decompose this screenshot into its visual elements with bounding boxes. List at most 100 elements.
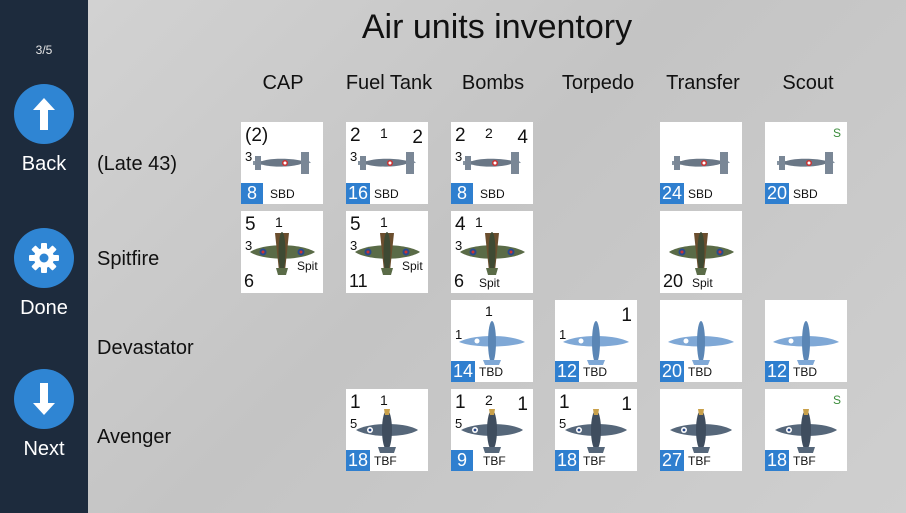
stat-top-left: 1 (455, 392, 466, 413)
unit-type: TBD (479, 365, 503, 379)
unit-count: 18 (346, 450, 371, 471)
stat-top-mid: 2 (485, 125, 493, 141)
unit-card-spitfire-bombs[interactable]: 4 1 3 6 Spit (451, 211, 533, 293)
sidebar: 3/5 Back Done (0, 0, 88, 513)
unit-type: TBF (688, 454, 711, 468)
next-button[interactable]: Next (0, 369, 88, 461)
stat-top-right: 2 (412, 127, 423, 148)
unit-card-spitfire-fuel-tank[interactable]: 5 1 3 11 Spit (346, 211, 428, 293)
unit-type: TBD (688, 365, 712, 379)
unit-count: 11 (349, 271, 368, 291)
column-header-torpedo: Torpedo (561, 72, 635, 94)
arrow-down-icon (14, 369, 74, 429)
column-header-fuel-tank: Fuel Tank (345, 72, 433, 94)
stat-top-mid: 1 (475, 214, 483, 230)
unit-type: TBD (793, 365, 817, 379)
unit-card-late43-cap[interactable]: (2) 3 8 SBD (241, 122, 323, 204)
unit-type: TBD (583, 365, 607, 379)
tbd-plane-icon (668, 321, 734, 365)
unit-card-avenger-transfer[interactable]: 27 TBF (660, 389, 742, 471)
stat-top-left: 1 (559, 392, 570, 413)
stat-top-left: (2) (245, 125, 269, 146)
unit-card-devastator-torpedo[interactable]: 1 1 12 TBD (555, 300, 637, 382)
unit-card-devastator-bombs[interactable]: 1 1 14 TBD (451, 300, 533, 382)
done-button[interactable]: Done (0, 228, 88, 320)
unit-count: 12 (765, 361, 790, 382)
unit-count: 6 (454, 271, 465, 291)
unit-card-late43-bombs[interactable]: 2 2 4 3 8 SBD (451, 122, 533, 204)
unit-type: Spit (692, 276, 713, 290)
unit-type: SBD (688, 187, 713, 201)
unit-count: 20 (660, 361, 685, 382)
column-header-transfer: Transfer (666, 72, 740, 94)
unit-count: 6 (244, 271, 255, 291)
stat-top-mid: 1 (380, 392, 388, 408)
stat-mid-left: 5 (350, 416, 358, 431)
unit-count: 18 (765, 450, 790, 471)
unit-card-devastator-scout[interactable]: 12 TBD (765, 300, 847, 382)
stat-mid-left: 3 (245, 238, 253, 253)
unit-count: 20 (765, 183, 790, 204)
unit-count: 18 (555, 450, 580, 471)
unit-card-avenger-scout[interactable]: S 18 TBF (765, 389, 847, 471)
unit-card-spitfire-transfer[interactable]: 20 Spit (660, 211, 742, 293)
sbd-plane-icon (672, 152, 730, 174)
stat-top-left: 4 (455, 214, 466, 235)
tbf-plane-icon (775, 409, 837, 453)
tbf-plane-icon (356, 409, 418, 453)
stat-top-right: 1 (621, 394, 632, 415)
row-label-avenger: Avenger (97, 426, 172, 448)
scout-mark: S (832, 393, 841, 407)
spitfire-plane-icon (460, 232, 525, 275)
stat-mid-left: 5 (455, 416, 463, 431)
stat-mid-left: 5 (559, 416, 567, 431)
unit-card-avenger-fuel-tank[interactable]: 1 1 5 18 TBF (346, 389, 428, 471)
unit-card-avenger-bombs[interactable]: 1 2 1 5 9 TBF (451, 389, 533, 471)
unit-count: 8 (451, 183, 473, 204)
done-label: Done (20, 297, 68, 319)
unit-type: Spit (402, 259, 423, 273)
unit-type: Spit (479, 276, 500, 290)
inventory-panel: Air units inventory CAP Fuel Tank Bombs … (88, 0, 906, 513)
stat-top-mid: 1 (485, 303, 493, 319)
unit-count: 8 (241, 183, 263, 204)
stat-top-left: 1 (350, 392, 361, 413)
unit-card-avenger-torpedo[interactable]: 1 1 5 18 TBF (555, 389, 637, 471)
unit-card-late43-fuel-tank[interactable]: 2 1 2 3 16 SBD (346, 122, 428, 204)
unit-type: SBD (374, 187, 399, 201)
back-button[interactable]: Back (0, 84, 88, 176)
stat-mid-left: 3 (455, 149, 463, 164)
stat-mid-left: 3 (350, 149, 358, 164)
row-label-late43: (Late 43) (97, 153, 178, 175)
unit-type: TBF (793, 454, 816, 468)
unit-card-spitfire-cap[interactable]: 5 1 3 6 Spit (241, 211, 323, 293)
scout-mark: S (832, 126, 841, 140)
unit-card-late43-transfer[interactable]: 24 SBD (660, 122, 742, 204)
unit-count: 14 (451, 361, 476, 382)
stat-top-right: 1 (621, 305, 632, 326)
tbd-plane-icon (773, 321, 839, 365)
stat-top-mid: 2 (485, 392, 493, 408)
page-title: Air units inventory (361, 8, 633, 46)
unit-card-devastator-transfer[interactable]: 20 TBD (660, 300, 742, 382)
sbd-plane-icon (777, 152, 835, 174)
stat-top-right: 1 (517, 394, 528, 415)
unit-card-late43-scout[interactable]: S 20 SBD (765, 122, 847, 204)
stat-mid-left: 1 (455, 327, 463, 342)
stat-mid-left: 3 (350, 238, 358, 253)
unit-count: 20 (663, 271, 684, 291)
arrow-up-icon (14, 84, 74, 144)
tbd-plane-icon (459, 321, 525, 365)
unit-count: 9 (451, 450, 473, 471)
stat-top-left: 5 (350, 214, 361, 235)
back-label: Back (21, 153, 67, 175)
stat-top-mid: 1 (275, 214, 283, 230)
stat-mid-left: 3 (455, 238, 463, 253)
unit-type: SBD (480, 187, 505, 201)
row-label-devastator: Devastator (97, 337, 194, 359)
stat-top-mid: 1 (380, 214, 388, 230)
stat-top-left: 2 (350, 125, 361, 146)
stat-top-mid: 1 (380, 125, 388, 141)
next-label: Next (23, 438, 65, 460)
stat-mid-left: 3 (245, 149, 253, 164)
